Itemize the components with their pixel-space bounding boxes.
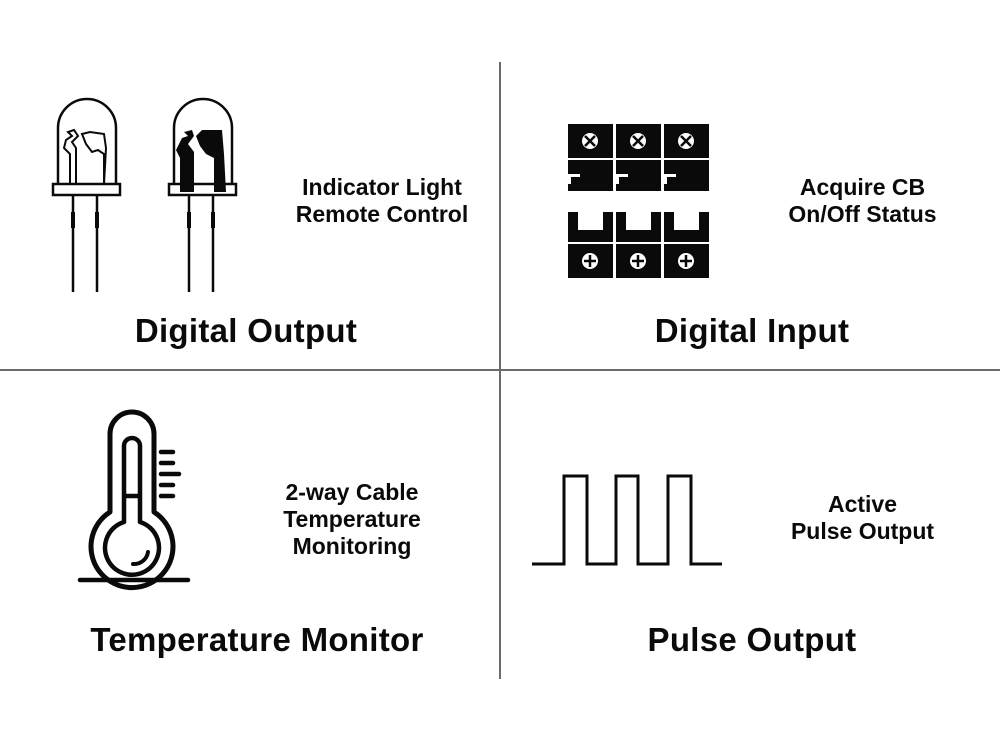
digital-output-description: Indicator Light Remote Control [295,174,469,227]
led-icon-off [51,97,122,292]
digital-input-description: Acquire CB On/Off Status [788,174,937,227]
circuit-breaker-icon [568,122,711,280]
led-icon-on [167,97,238,292]
pulse-output-title: Pulse Output [647,621,857,658]
pulse-output-description: Active Pulse Output [790,491,935,544]
pulse-wave-icon [532,474,722,566]
digital-output-title: Digital Output [134,312,358,349]
digital-input-title: Digital Input [654,312,850,349]
temperature-monitor-title: Temperature Monitor [90,621,424,658]
thermometer-icon [77,409,191,591]
horizontal-divider [0,369,1000,371]
temperature-monitor-description: 2-way Cable Temperature Monitoring [283,479,421,559]
